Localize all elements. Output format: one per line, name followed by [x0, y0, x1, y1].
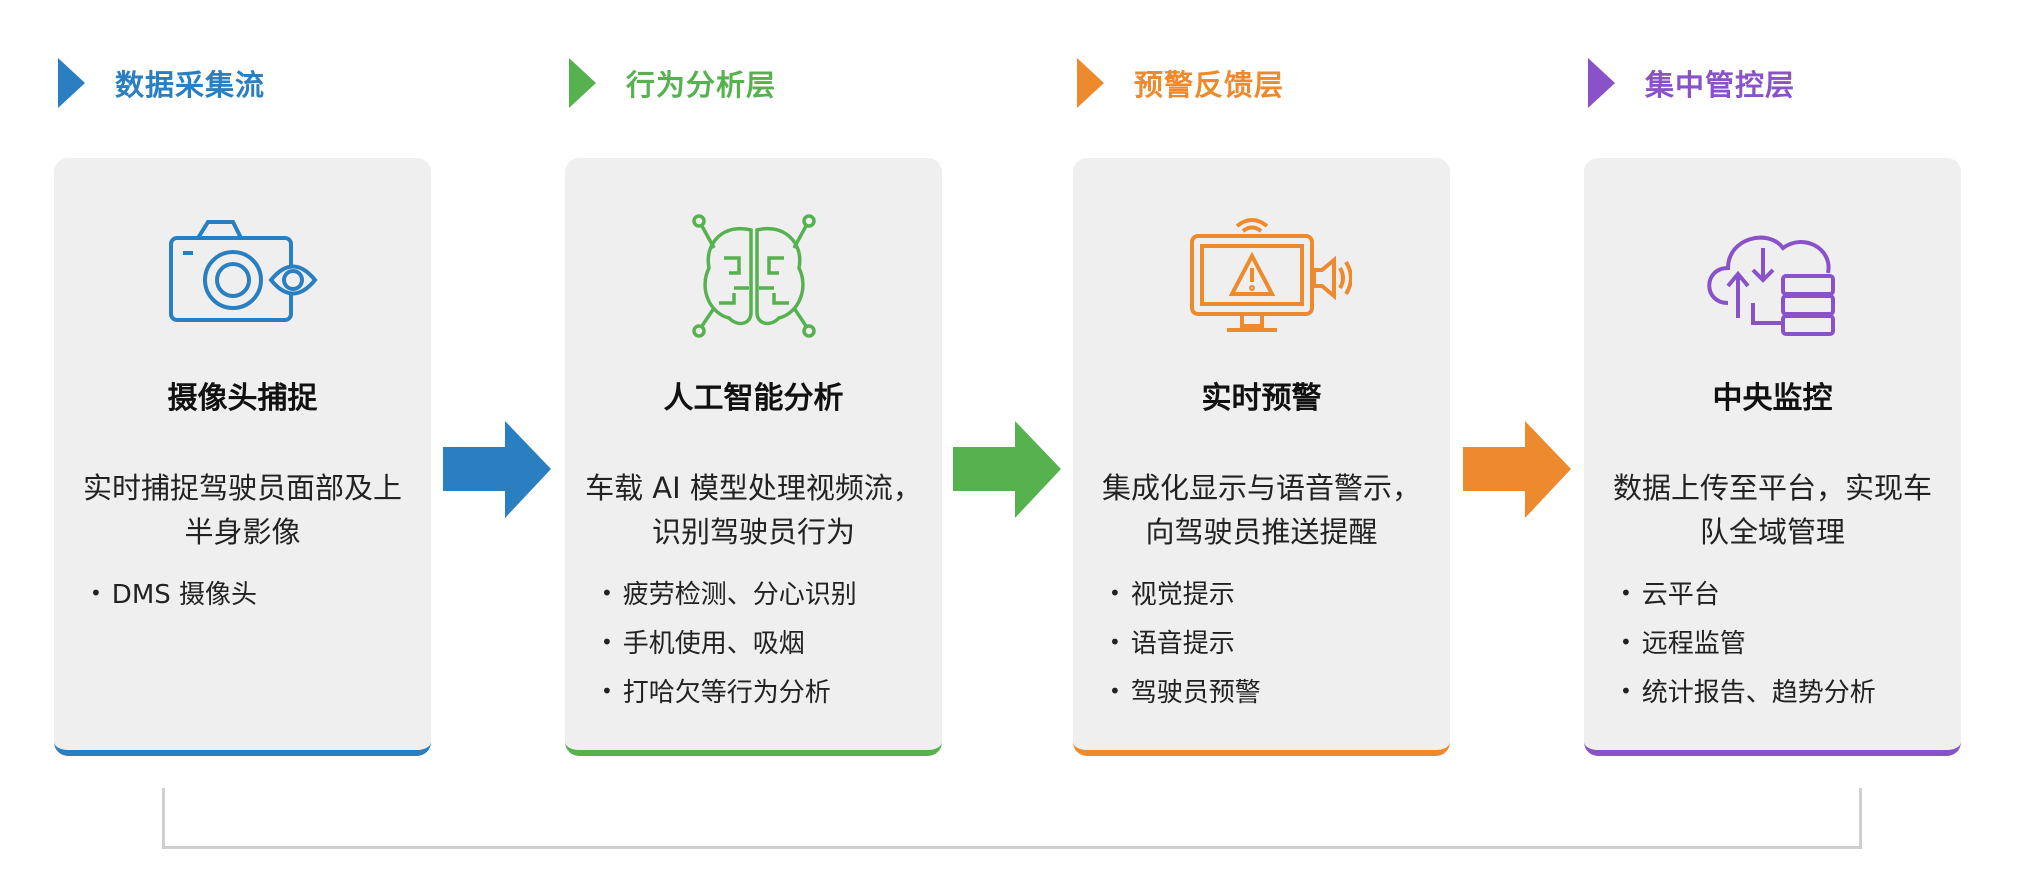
stage-header-label: 行为分析层: [626, 68, 777, 102]
stage-header-label: 预警反馈层: [1134, 68, 1285, 102]
stage-header-2: 行为分析层: [569, 58, 776, 108]
card-description: 车载 AI 模型处理视频流，识别驾驶员行为: [585, 471, 922, 549]
stage-header-label: 集中管控层: [1645, 68, 1796, 102]
flow-arrow-icon: [1463, 421, 1571, 518]
bullet-item: DMS 摄像头: [90, 570, 257, 619]
flow-arrow-icon: [953, 421, 1061, 518]
bullet-item: 云平台: [1620, 570, 1876, 619]
bullet-item: 统计报告、趋势分析: [1620, 668, 1876, 717]
bullet-item: 远程监管: [1620, 619, 1876, 668]
triangle-marker-icon: [569, 58, 596, 108]
stage-header-1: 数据采集流: [58, 58, 265, 108]
stage-card-1: 摄像头捕捉 实时捕捉驾驶员面部及上半身影像 DMS 摄像头: [54, 158, 431, 756]
bullet-item: 手机使用、吸烟: [601, 619, 857, 668]
bullet-list: 视觉提示语音提示驾驶员预警: [1109, 570, 1261, 717]
feedback-loop-connector: [162, 788, 1862, 849]
bullet-item: 驾驶员预警: [1109, 668, 1261, 717]
card-title: 中央监控: [1712, 381, 1833, 416]
bullet-item: 视觉提示: [1109, 570, 1261, 619]
card-description: 实时捕捉驾驶员面部及上半身影像: [82, 471, 402, 549]
card-title: 人工智能分析: [663, 381, 844, 416]
bullet-item: 语音提示: [1109, 619, 1261, 668]
bullet-item: 打哈欠等行为分析: [601, 668, 857, 717]
stage-card-3: 实时预警 集成化显示与语音警示，向驾驶员推送提醒 视觉提示语音提示驾驶员预警: [1073, 158, 1450, 756]
stage-card-2: 人工智能分析 车载 AI 模型处理视频流，识别驾驶员行为 疲劳检测、分心识别手机…: [565, 158, 942, 756]
stage-header-4: 集中管控层: [1588, 58, 1795, 108]
stage-header-3: 预警反馈层: [1077, 58, 1284, 108]
cloud-server-icon: [1706, 235, 1835, 336]
camera-eye-icon: [168, 220, 318, 322]
bullet-list: 云平台远程监管统计报告、趋势分析: [1620, 570, 1876, 717]
bullet-list: 疲劳检测、分心识别手机使用、吸烟打哈欠等行为分析: [601, 570, 857, 717]
ai-brain-icon: [691, 214, 816, 338]
bullet-item: 疲劳检测、分心识别: [601, 570, 857, 619]
card-description: 集成化显示与语音警示，向驾驶员推送提醒: [1101, 471, 1421, 549]
triangle-marker-icon: [1588, 58, 1615, 108]
monitor-warning-icon: [1189, 218, 1352, 332]
bullet-list: DMS 摄像头: [90, 570, 257, 619]
stage-card-4: 中央监控 数据上传至平台，实现车队全域管理 云平台远程监管统计报告、趋势分析: [1584, 158, 1961, 756]
card-description: 数据上传至平台，实现车队全域管理: [1612, 471, 1932, 549]
triangle-marker-icon: [58, 58, 85, 108]
triangle-marker-icon: [1077, 58, 1104, 108]
stage-header-label: 数据采集流: [115, 68, 266, 102]
flow-arrow-icon: [443, 421, 551, 518]
card-title: 实时预警: [1201, 381, 1322, 416]
card-title: 摄像头捕捉: [167, 381, 318, 416]
